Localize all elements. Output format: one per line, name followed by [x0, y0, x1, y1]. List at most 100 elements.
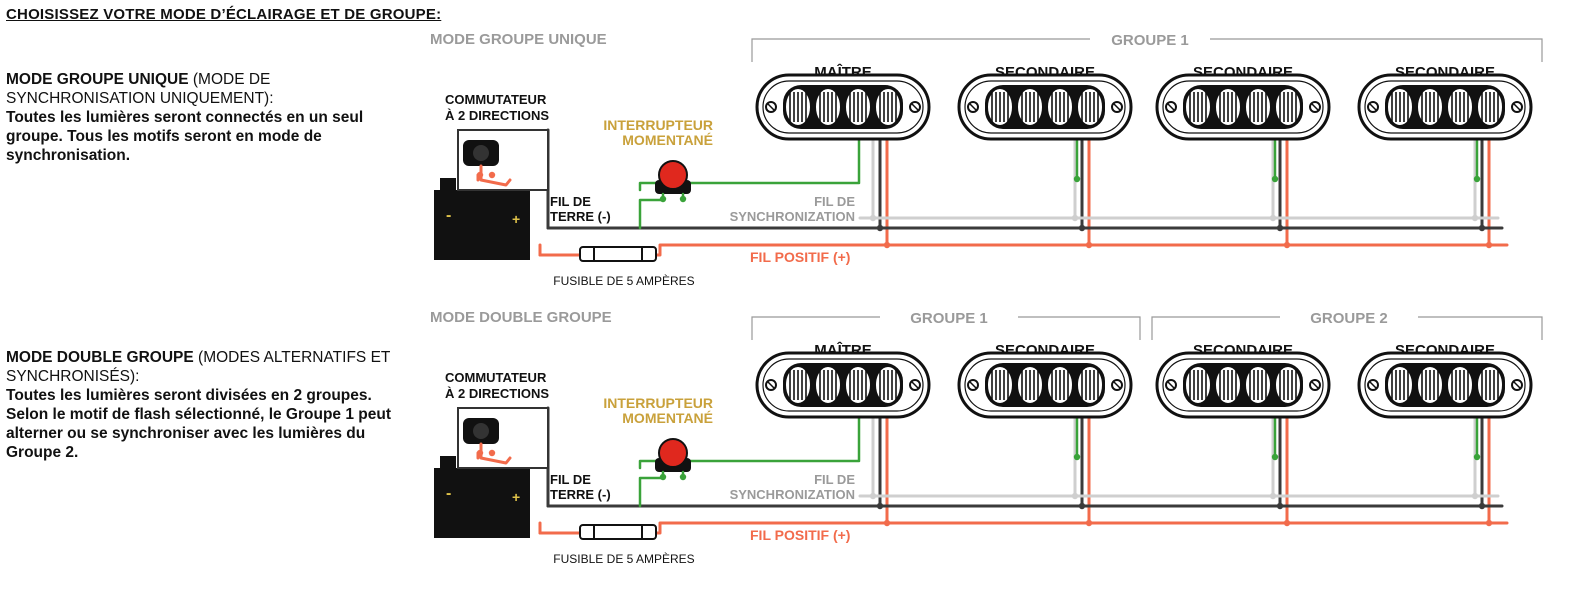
ground-label: FIL DE	[550, 472, 591, 487]
light-screw-slot	[767, 103, 775, 111]
battery-body-icon	[434, 468, 530, 538]
light-housing-inner	[1162, 358, 1324, 412]
single-mode-name: MODE GROUPE UNIQUE	[6, 71, 189, 88]
sync-label: FIL DE	[814, 194, 855, 209]
button-to-ground	[638, 470, 665, 508]
group-bracket	[751, 38, 1090, 62]
light-screw-slot	[1167, 381, 1175, 389]
light-unit-2	[1155, 351, 1331, 419]
light-lens-frame	[1183, 363, 1303, 407]
light-screw-slot	[1113, 103, 1121, 111]
light-housing-inner	[1162, 80, 1324, 134]
fuse-label: FUSIBLE DE 5 AMPÈRES	[553, 273, 694, 288]
switch-terminal	[476, 449, 484, 457]
switch-label: À 2 DIRECTIONS	[445, 108, 549, 123]
button-label: MOMENTANÉ	[622, 132, 713, 148]
battery-minus-icon: -	[446, 207, 451, 224]
switch-terminal	[488, 171, 496, 179]
light-lens-frame	[1385, 85, 1505, 129]
light-screw-slot	[767, 381, 775, 389]
light-unit-1	[957, 73, 1133, 141]
battery-plus-icon: +	[512, 489, 520, 505]
light-screw-slot	[1513, 381, 1521, 389]
single-mode-description: Toutes les lumières seront connectés en …	[6, 109, 364, 164]
switch-label: À 2 DIRECTIONS	[445, 386, 549, 401]
signal-wire-end	[1473, 175, 1481, 183]
group-label: GROUPE 2	[1310, 310, 1388, 327]
light-screw-slot	[1513, 103, 1521, 111]
signal-wire-master	[638, 413, 861, 470]
light-lens-frame	[985, 363, 1105, 407]
switch-label: COMMUTATEUR	[445, 92, 547, 107]
button-terminal	[659, 195, 667, 203]
button-label: INTERRUPTEUR	[603, 117, 713, 133]
ground-label: TERRE (-)	[550, 209, 611, 224]
button-terminal	[679, 473, 687, 481]
dual-mode-label: MODE DOUBLE GROUPE	[430, 309, 612, 326]
button-label: MOMENTANÉ	[622, 410, 713, 426]
single-mode-label: MODE GROUPE UNIQUE	[430, 31, 607, 48]
ground-label: FIL DE	[550, 194, 591, 209]
signal-wire-end	[1473, 453, 1481, 461]
page-title: CHOISISSEZ VOTRE MODE D’ÉCLAIRAGE ET DE …	[6, 6, 442, 23]
light-screw-slot	[1311, 103, 1319, 111]
light-screw-slot	[1167, 103, 1175, 111]
group-label: GROUPE 1	[910, 310, 988, 327]
button-terminal	[679, 195, 687, 203]
light-screw-slot	[1369, 381, 1377, 389]
light-screw-slot	[969, 103, 977, 111]
light-lens-frame	[985, 85, 1105, 129]
dual-mode-suffix: (MODES ALTERNATIFS ET SYNCHRONISÉS):	[6, 349, 391, 385]
light-housing-inner	[964, 358, 1126, 412]
battery-body-icon	[434, 190, 530, 260]
positive-bus	[538, 521, 1509, 535]
switch-label: COMMUTATEUR	[445, 370, 547, 385]
light-housing-inner	[1364, 358, 1526, 412]
switch-terminal	[488, 449, 496, 457]
button-terminal	[659, 473, 667, 481]
light-lens-frame	[783, 85, 903, 129]
dual-mode-name: MODE DOUBLE GROUPE	[6, 349, 194, 366]
single-mode-suffix: (MODE DE SYNCHRONISATION UNIQUEMENT):	[6, 71, 274, 107]
signal-wire-end	[1073, 175, 1081, 183]
ground-label: TERRE (-)	[550, 487, 611, 502]
signal-wire-end	[1073, 453, 1081, 461]
fuse-label: FUSIBLE DE 5 AMPÈRES	[553, 551, 694, 566]
rocker-switch-knob	[473, 145, 489, 161]
light-unit-1	[957, 351, 1133, 419]
momentary-button-icon	[658, 160, 688, 190]
light-unit-2	[1155, 73, 1331, 141]
light-lens-frame	[1385, 363, 1505, 407]
single-mode-panel: MODE GROUPE UNIQUE (MODE DE SYNCHRONISAT…	[6, 70, 406, 165]
sync-label: SYNCHRONIZATION	[730, 209, 855, 224]
sync-label: FIL DE	[814, 472, 855, 487]
group-bracket	[1018, 316, 1141, 340]
light-unit-3	[1357, 73, 1533, 141]
group-bracket	[751, 316, 880, 340]
dual-mode-description: Toutes les lumières seront divisées en 2…	[6, 387, 391, 461]
light-screw-slot	[1113, 381, 1121, 389]
light-housing-inner	[762, 358, 924, 412]
battery-plus-icon: +	[512, 211, 520, 227]
positive-bus	[538, 243, 1509, 257]
rocker-switch-knob	[473, 423, 489, 439]
light-unit-0	[755, 73, 931, 141]
light-unit-3	[1357, 351, 1533, 419]
light-screw-slot	[911, 103, 919, 111]
group-bracket	[1210, 38, 1543, 62]
dual-mode-panel: MODE DOUBLE GROUPE (MODES ALTERNATIFS ET…	[6, 348, 406, 462]
light-lens-frame	[1183, 85, 1303, 129]
light-screw-slot	[1311, 381, 1319, 389]
fuse-icon	[579, 524, 657, 540]
group-label: GROUPE 1	[1111, 32, 1189, 49]
light-housing-inner	[1364, 80, 1526, 134]
group-bracket	[1151, 316, 1280, 340]
light-screw-slot	[911, 381, 919, 389]
momentary-button-icon	[658, 438, 688, 468]
light-lens-frame	[783, 363, 903, 407]
signal-wire-end	[1271, 453, 1279, 461]
fuse-icon	[579, 246, 657, 262]
